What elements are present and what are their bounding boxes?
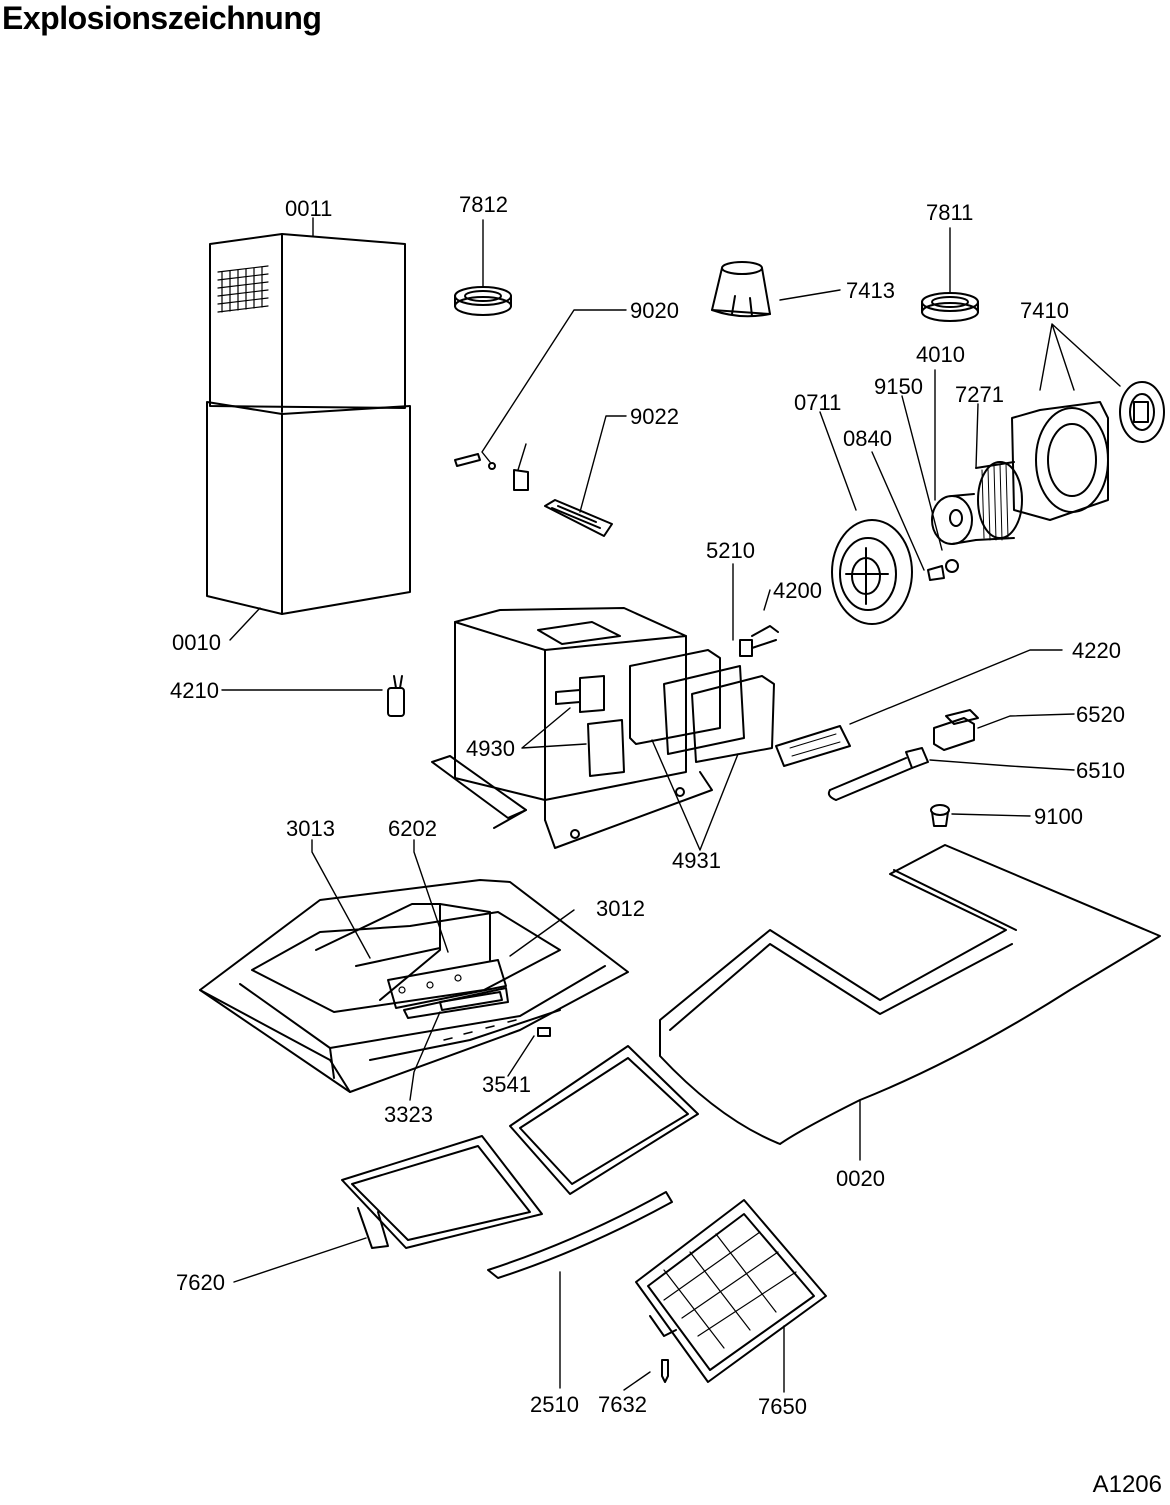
page-title: Explosionszeichnung [2, 0, 322, 36]
tube-lamp [827, 747, 929, 801]
label-3013: 3013 [286, 816, 335, 841]
label-4931: 4931 [672, 848, 721, 873]
mounting-hardware [454, 453, 613, 537]
drawing-code: A1206 [1092, 1471, 1162, 1498]
flange-ring-7811 [921, 292, 979, 322]
label-0020: 0020 [836, 1166, 885, 1191]
label-7410: 7410 [1020, 298, 1069, 323]
label-7620: 7620 [176, 1270, 225, 1295]
label-7413: 7413 [846, 278, 895, 303]
label-5210: 5210 [706, 538, 755, 563]
motor-blower-assembly [831, 381, 1165, 625]
label-7632: 7632 [598, 1392, 647, 1417]
hood-canopy [199, 879, 629, 1093]
chimney-lower-part [206, 401, 411, 615]
leader-lines [221, 217, 1121, 1393]
part-labels: 0011 7812 7811 7413 9020 7410 4010 9150 … [170, 192, 1125, 1419]
label-6520: 6520 [1076, 702, 1125, 727]
label-0840: 0840 [843, 426, 892, 451]
charcoal-filter [635, 1199, 827, 1383]
lamp-holder [933, 709, 979, 751]
label-3541: 3541 [482, 1072, 531, 1097]
label-0011: 0011 [285, 196, 332, 221]
knob-9100 [930, 804, 950, 827]
backdraft-shutter [711, 261, 771, 318]
grease-filter-second [509, 1045, 699, 1195]
label-4930: 4930 [466, 736, 515, 761]
label-0711: 0711 [794, 390, 841, 415]
label-6202: 6202 [388, 816, 437, 841]
label-6510: 6510 [1076, 758, 1125, 783]
control-modules [555, 625, 779, 777]
label-4220: 4220 [1072, 638, 1121, 663]
label-7811: 7811 [926, 200, 973, 225]
label-9022: 9022 [630, 404, 679, 429]
label-9100: 9100 [1034, 804, 1083, 829]
label-2510: 2510 [530, 1392, 579, 1417]
grease-filter-7620 [341, 1135, 543, 1249]
screw-7632 [661, 1359, 669, 1383]
label-4210: 4210 [170, 678, 219, 703]
label-3012: 3012 [596, 896, 645, 921]
motor-mount-frame [431, 607, 713, 849]
label-0010: 0010 [172, 630, 221, 655]
label-7271: 7271 [955, 382, 1004, 407]
trim-strip [487, 1191, 673, 1279]
label-7650: 7650 [758, 1394, 807, 1419]
label-7812: 7812 [459, 192, 508, 217]
label-3323: 3323 [384, 1102, 433, 1127]
cable-clamp-4210 [387, 675, 405, 717]
glass-panel [659, 844, 1161, 1145]
flange-ring-7812 [454, 286, 512, 316]
label-9150: 9150 [874, 374, 923, 399]
label-4010: 4010 [916, 342, 965, 367]
label-9020: 9020 [630, 298, 679, 323]
chimney-upper-part [209, 233, 406, 413]
label-4200: 4200 [773, 578, 822, 603]
connector-4220 [775, 725, 851, 767]
